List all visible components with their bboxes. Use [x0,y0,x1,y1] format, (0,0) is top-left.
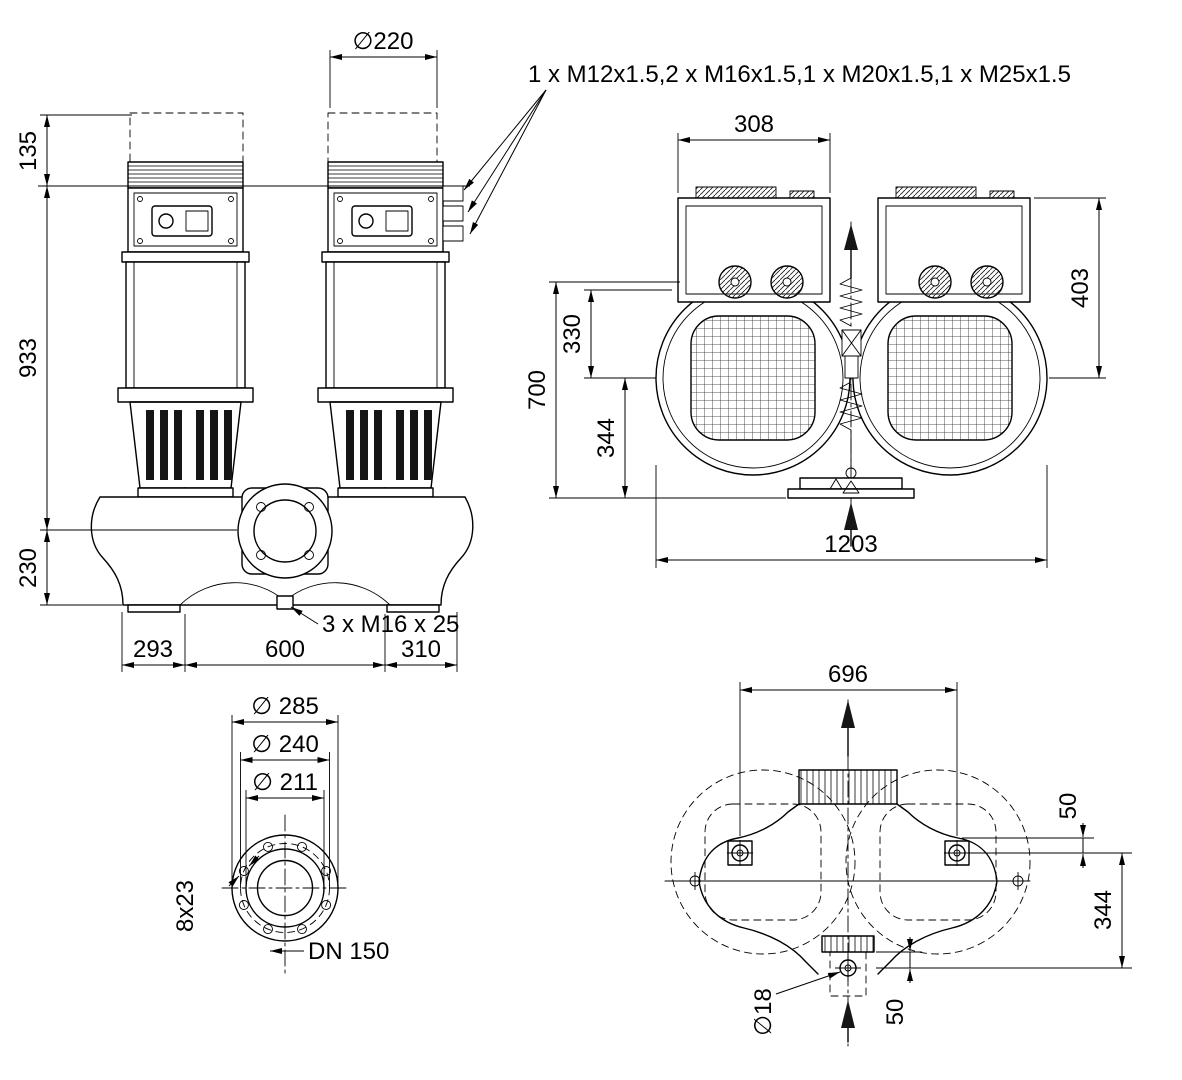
dim-label-330: 330 [559,314,586,354]
dim-label-18: ∅18 [750,988,777,1036]
dim-label-1203: 1203 [824,531,877,558]
center-valve-assembly [839,224,863,547]
dim-344-side: 344 [593,378,628,498]
side-view: 308 403 700 330 344 1203 [524,111,1106,568]
left-fan-shroud [655,280,851,476]
drain-port [276,595,294,610]
flow-arrows [841,700,855,1043]
control-knob [158,213,174,229]
drain-callout-label: 3 x M16 x 25 [322,611,459,638]
dim-403: 403 [1034,197,1106,379]
right-fan-shroud [852,280,1048,476]
dim-bottom-widths: 293 600 310 [121,612,458,672]
right-motor-assembly [317,161,464,499]
pump-casing [90,483,474,613]
suction-flange [798,769,898,805]
dim-230: 230 [15,530,122,606]
dim-label-310: 310 [401,636,441,663]
front-view: ∅220 135 933 230 293 600 3 [15,28,1071,672]
bore-circle [256,859,314,917]
dim-label-933: 933 [15,338,42,378]
fan-grille [887,315,1013,441]
dim-50-bottom: 50 [876,937,922,1025]
dim-50-top: 50 [962,793,1132,868]
dim-bolt-holes-8x23: 8x23 [172,855,260,932]
dim-344-plan: 344 [878,853,1132,969]
dim-diameter-220: ∅220 [329,28,438,108]
dim-308: 308 [677,111,831,193]
dim-933: 933 [15,186,237,531]
flow-arrow-up-icon [841,1000,855,1028]
dim-label-50-top: 50 [1055,793,1082,820]
dim-330: 330 [559,289,672,379]
casing-outline [664,769,1031,997]
left-motor-assembly [117,161,254,499]
left-electronics-box [677,186,831,303]
fan-grille [690,315,816,441]
foundation-feet [727,840,970,981]
flow-arrow-up-icon [844,502,858,530]
dim-diameter-285: ∅ 285 [231,693,339,890]
dim-label-600: 600 [265,636,305,663]
dim-label-696: 696 [828,661,868,688]
flange-detail-view: ∅ 285 ∅ 240 ∅ 211 8x23 DN 150 [172,693,389,976]
dim-diameter-240: ∅ 240 [240,731,330,888]
dim-label-344-plan: 344 [1090,890,1117,930]
dim-label-50-bottom: 50 [882,999,909,1026]
dim-label-293: 293 [133,636,173,663]
dim-label-8x23: 8x23 [172,880,199,932]
clearance-boxes [129,112,438,163]
display-panel [151,205,213,237]
dim-1203: 1203 [655,465,1048,568]
dim-696: 696 [739,661,958,836]
dim-label-285: ∅ 285 [251,693,319,720]
dim-700: 700 [524,281,786,499]
dim-label-211: ∅ 211 [252,769,318,796]
dim-label-135: 135 [15,131,42,171]
display-panel [351,205,413,237]
gland-callout: 1 x M12x1.5,2 x M16x1.5,1 x M20x1.5,1 x … [463,61,1071,235]
dim-diameter-18: ∅18 [750,971,841,1036]
dim-label-240: ∅ 240 [251,731,319,758]
dn-callout: DN 150 [270,938,389,965]
dim-diameter-211: ∅ 211 [245,769,325,888]
dim-135: 135 [15,114,470,187]
dim-label-403: 403 [1067,268,1094,308]
plan-view: 696 50 344 ∅18 50 [664,661,1132,1047]
control-knob [358,213,374,229]
dim-label-220: ∅220 [353,28,414,55]
bolt-holes [238,841,332,935]
discharge-flange [237,483,333,579]
dim-label-dn150: DN 150 [308,938,389,965]
dim-label-344-side: 344 [593,418,620,458]
bottom-flange [821,935,875,953]
dim-label-700: 700 [524,370,551,410]
dim-label-308: 308 [734,111,774,138]
right-electronics-box [877,186,1031,303]
flow-arrow-up-icon [844,224,858,250]
drain-callout: 3 x M16 x 25 [290,606,459,638]
flow-arrow-up-icon [841,700,855,728]
gland-callout-label: 1 x M12x1.5,2 x M16x1.5,1 x M20x1.5,1 x … [528,61,1071,88]
dim-label-230: 230 [15,548,42,588]
cable-glands [442,185,464,242]
